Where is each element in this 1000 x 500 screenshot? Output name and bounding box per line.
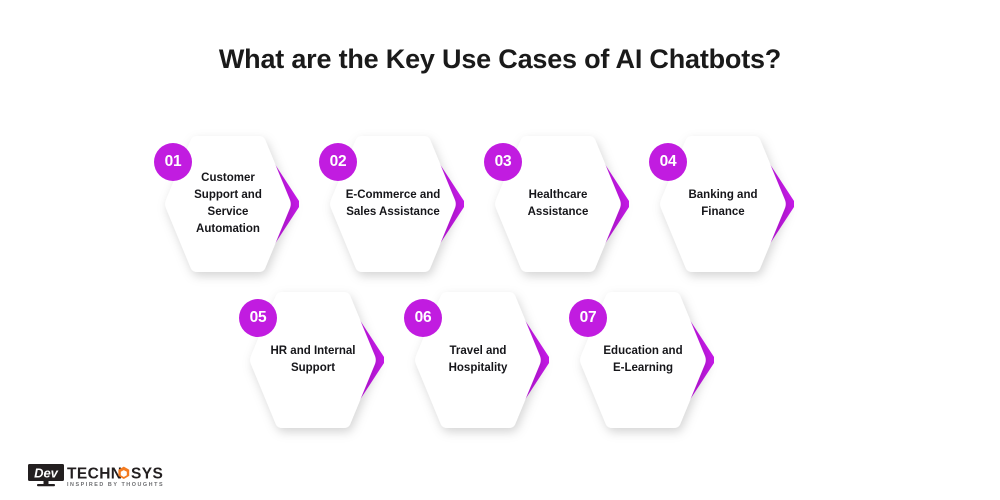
hexagon-shape xyxy=(328,133,458,275)
card-label-line: Support and xyxy=(194,188,262,201)
card-label-line: Customer xyxy=(201,171,255,184)
card-number-badge: 01 xyxy=(154,143,192,181)
logo-name-part1: TECHN xyxy=(67,465,122,482)
card-label-line: Hospitality xyxy=(448,362,508,374)
page-title: What are the Key Use Cases of AI Chatbot… xyxy=(218,44,782,74)
card-label-line: Sales Assistance xyxy=(346,206,440,218)
logo-tagline: INSPIRED BY THOUGHTS xyxy=(67,482,164,488)
card-label-line: Assistance xyxy=(527,206,589,218)
card-number-badge: 07 xyxy=(569,299,607,337)
card-label-line: Support xyxy=(290,362,336,374)
hexagon-shape xyxy=(493,133,623,275)
card-label-line: Banking and xyxy=(688,188,758,201)
card-label-line: E-Learning xyxy=(612,362,674,374)
hexagon-shape xyxy=(248,289,378,431)
card-label-line: Education and xyxy=(603,344,683,357)
card-label-line: Automation xyxy=(196,223,260,236)
logo-name-part2: SYS xyxy=(131,465,163,482)
devtechnosys-logo: Dev TECHN SYS INSPIRED BY THOUGHTS xyxy=(28,462,168,492)
hexagon-shape xyxy=(658,133,788,275)
card-label-line: Healthcare xyxy=(528,188,588,201)
card-label-line: Travel and xyxy=(449,344,507,357)
logo-hexagon-o xyxy=(118,466,130,479)
card-number-badge: 05 xyxy=(239,299,277,337)
card-label-line: HR and Internal xyxy=(270,344,356,357)
card-number-badge: 03 xyxy=(484,143,522,181)
logo-mark-text: Dev xyxy=(34,466,59,481)
hexagon-shape xyxy=(413,289,543,431)
hexagon-shape xyxy=(163,133,293,275)
card-label-line: Finance xyxy=(701,206,745,218)
card-label-line: E-Commerce and xyxy=(345,188,441,201)
card-number-badge: 06 xyxy=(404,299,442,337)
card-number-badge: 04 xyxy=(649,143,687,181)
card-label-line: Service xyxy=(207,206,249,218)
card-number-badge: 02 xyxy=(319,143,357,181)
hexagon-shape xyxy=(578,289,708,431)
